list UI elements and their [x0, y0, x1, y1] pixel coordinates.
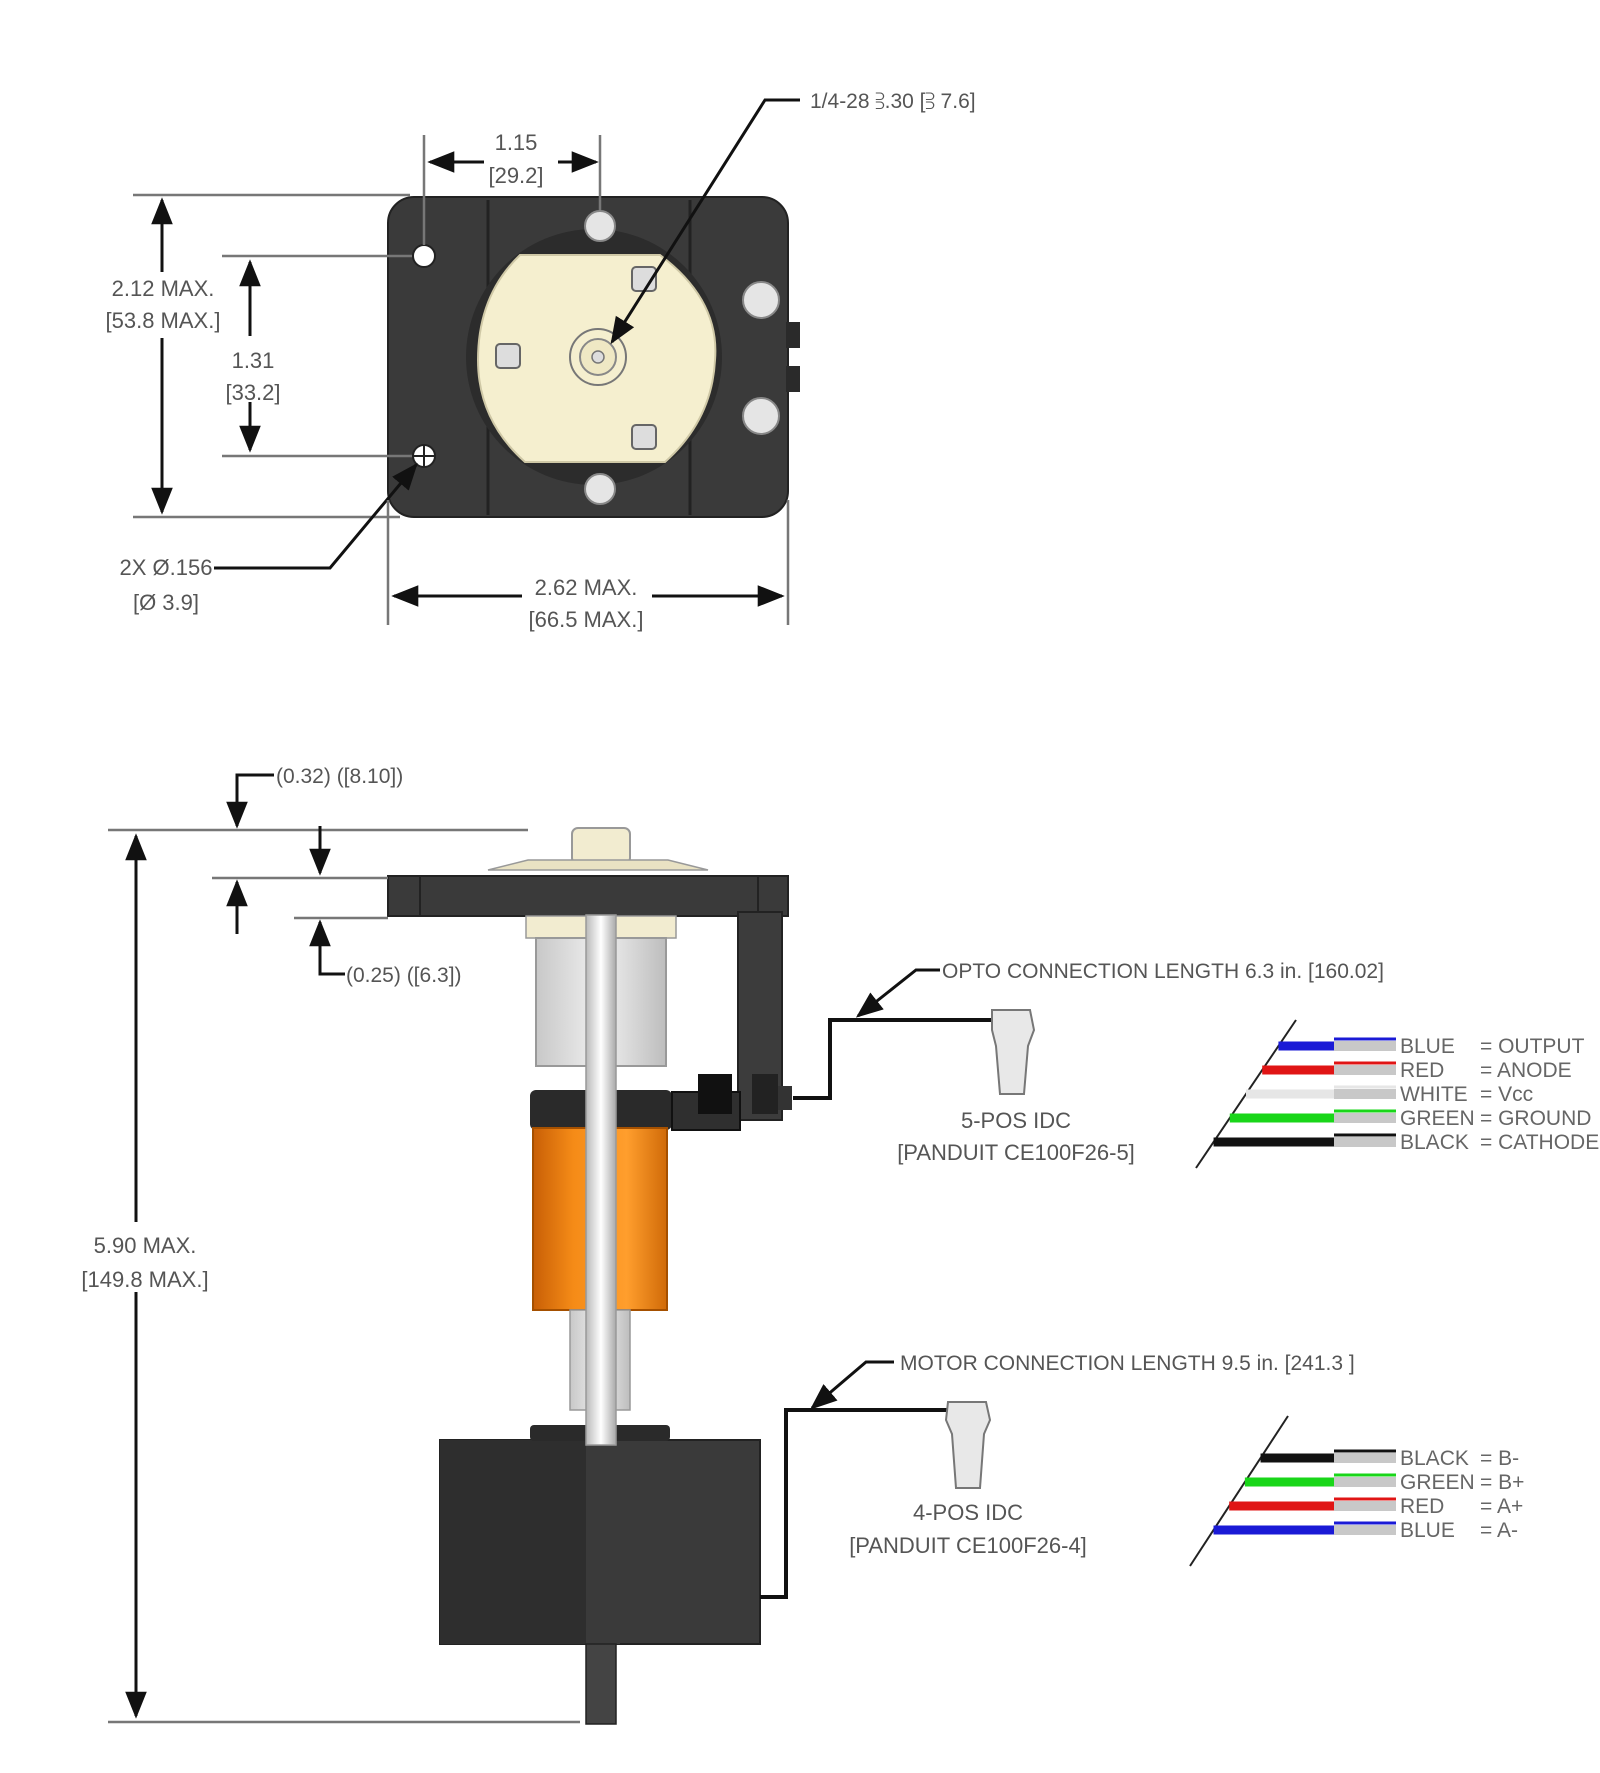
wire-color-label: GREEN [1400, 1471, 1475, 1494]
top-boss [571, 827, 631, 865]
dim-height-max: 2.12 MAX. [112, 276, 215, 301]
wire-color-label: BLACK [1400, 1131, 1469, 1154]
motor-wire-legend: BLACK = B-GREEN= B+ RED = A+ BLUE = A- [1189, 1415, 1524, 1567]
motor-cable [760, 1408, 960, 1599]
dim-overall-height-mm: [149.8 MAX.] [81, 1267, 208, 1292]
wire-color-label: RED [1400, 1059, 1444, 1082]
motor-connector-icon [944, 1401, 992, 1489]
wire-function-label: = GROUND [1480, 1107, 1591, 1130]
lead-screw [585, 914, 617, 1446]
wire-function-label: = OUTPUT [1480, 1035, 1585, 1058]
opto-connector-icon [991, 1009, 1036, 1095]
dim-plate-thickness: (0.25) ([6.3]) [346, 964, 462, 987]
motor-connection-label: MOTOR CONNECTION LENGTH 9.5 in. [241.3 ] [900, 1352, 1355, 1375]
dim-top-offset: (0.32) ([8.10]) [276, 765, 403, 788]
wire-color-label: BLUE [1400, 1035, 1455, 1058]
side-view: (0.32) ([8.10]) (0.25) ([6.3]) 5.90 MAX.… [81, 765, 1599, 1725]
housing-screw-icon [584, 210, 780, 505]
wire-color-label: RED [1400, 1495, 1444, 1518]
motor-connector-part: [PANDUIT CE100F26-4] [849, 1533, 1087, 1558]
dim-width-max-mm: [66.5 MAX.] [529, 607, 644, 632]
dim-hole-vertical-mm: [33.2] [225, 380, 280, 405]
dim-width-max: 2.62 MAX. [535, 575, 638, 600]
opto-connector-part: [PANDUIT CE100F26-5] [897, 1140, 1135, 1165]
front-view: 1.15 [29.2] 2.12 MAX. [53.8 MAX.] 1.31 [… [106, 90, 976, 632]
opto-connector-label: 5-POS IDC [961, 1108, 1071, 1133]
dim-hole-spacing-mm: [29.2] [488, 163, 543, 188]
thread-callout: 1/4-28 ⫖.30 [⫖ 7.6] [810, 90, 976, 113]
wire-function-label: = CATHODE [1480, 1131, 1599, 1154]
wire-function-label: = A+ [1480, 1495, 1523, 1518]
wire-color-label: WHITE [1400, 1083, 1468, 1106]
wire-function-label: = Vcc [1480, 1083, 1533, 1106]
hole-callout: 2X Ø.156 [120, 555, 213, 580]
opto-cable [793, 1018, 1000, 1100]
dim-height-max-mm: [53.8 MAX.] [106, 308, 221, 333]
mounting-plate [387, 875, 789, 917]
dim-hole-spacing: 1.15 [495, 130, 538, 155]
dim-hole-vertical: 1.31 [232, 348, 275, 373]
mounting-hole [412, 244, 436, 268]
motor-connector-label: 4-POS IDC [913, 1500, 1023, 1525]
wire-function-label: = B+ [1480, 1471, 1524, 1494]
wire-function-label: = B- [1480, 1447, 1519, 1470]
disc-screw-icon [495, 266, 657, 450]
wire-function-label: = A- [1480, 1519, 1518, 1542]
wire-function-label: = ANODE [1480, 1059, 1572, 1082]
hole-callout-mm: [Ø 3.9] [133, 590, 199, 615]
dim-overall-height: 5.90 MAX. [94, 1233, 197, 1258]
wire-color-label: BLACK [1400, 1447, 1469, 1470]
wire-color-label: GREEN [1400, 1107, 1475, 1130]
wire-color-label: BLUE [1400, 1519, 1455, 1542]
opto-connection-label: OPTO CONNECTION LENGTH 6.3 in. [160.02] [942, 960, 1384, 983]
